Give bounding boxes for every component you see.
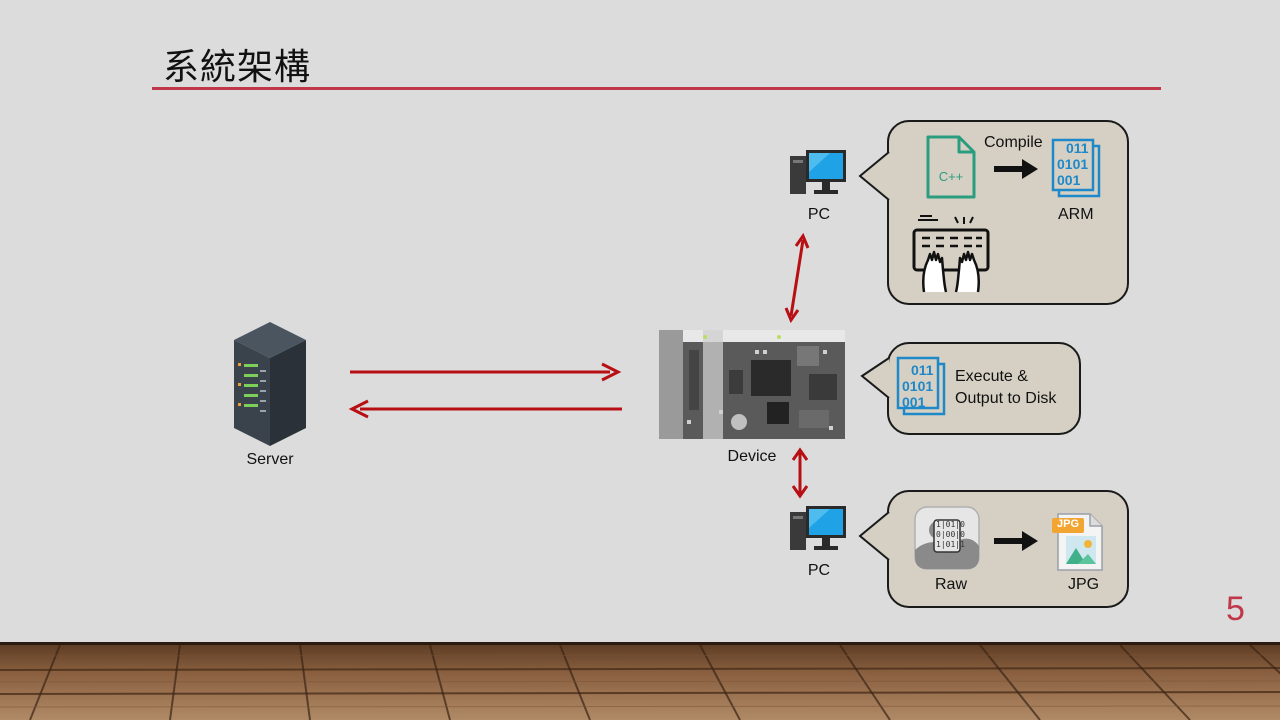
server-icon — [234, 322, 306, 446]
execute-text-line-2: Output to Disk — [955, 390, 1057, 407]
jpg-file-icon — [1052, 513, 1103, 571]
convert-bubble-tail — [858, 511, 890, 561]
jpg-label: JPG — [1068, 576, 1100, 593]
pc-bottom-label: PC — [807, 562, 831, 579]
cpp-file-icon — [926, 135, 976, 199]
title-underline — [152, 87, 1161, 90]
device-label: Device — [727, 448, 777, 465]
device-to-server-arrow — [348, 399, 622, 419]
arm-binary-line-2: 0101 — [1057, 156, 1089, 172]
wood-floor-decoration — [0, 642, 1280, 720]
device-to-pc-top-arrow — [784, 232, 810, 324]
keyboard-typing-icon — [912, 215, 990, 293]
execute-bubble-tail — [860, 357, 890, 399]
exec-binary-line-2: 0101 — [902, 378, 934, 394]
server-to-device-arrow — [350, 362, 622, 382]
exec-binary-line-1: 011 — [911, 362, 934, 378]
device-board-image — [659, 330, 845, 439]
server-label: Server — [246, 451, 294, 468]
cpp-icon-text: C++ — [938, 169, 964, 184]
raw-icon-line-2: 0|00|0 — [936, 530, 965, 539]
arm-label: ARM — [1058, 206, 1094, 223]
compile-bubble-tail — [858, 151, 890, 201]
raw-label: Raw — [935, 576, 968, 593]
execute-text-line-1: Execute & — [955, 368, 1028, 385]
raw-file-icon — [914, 506, 980, 570]
arm-binary-line-1: 011 — [1066, 140, 1089, 156]
pc-top-label: PC — [807, 206, 831, 223]
arm-binary-line-3: 001 — [1057, 172, 1081, 188]
jpg-badge-text: JPG — [1056, 518, 1079, 530]
page-number: 5 — [1226, 590, 1245, 628]
page-title: 系統架構 — [163, 47, 312, 88]
compile-arrow — [994, 159, 1038, 179]
compile-label: Compile — [984, 134, 1043, 151]
raw-icon-line-1: 1|01|0 — [936, 520, 965, 529]
exec-binary-line-3: 001 — [902, 394, 926, 410]
pc-bottom-icon — [790, 506, 846, 550]
raw-icon-line-3: 1|01|1 — [936, 540, 965, 549]
executable-binary-icon — [896, 356, 946, 416]
convert-arrow — [994, 531, 1038, 551]
binary-file-icon — [1051, 138, 1101, 198]
pc-top-icon — [790, 150, 846, 194]
device-to-pc-bottom-arrow — [791, 447, 809, 499]
